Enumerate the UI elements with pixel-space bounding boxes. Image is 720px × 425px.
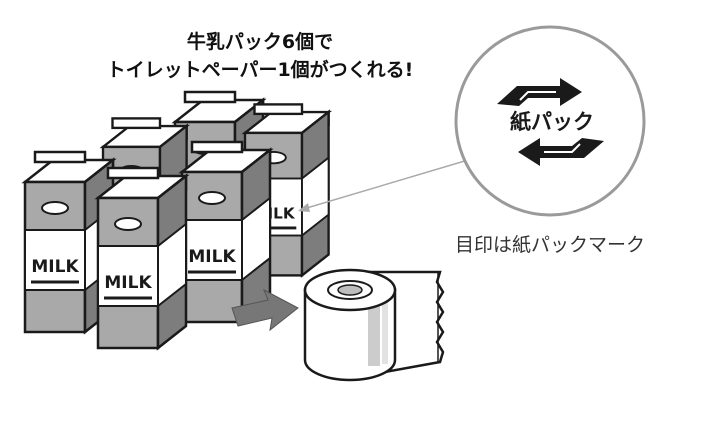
milk-carton-front-right: MILK [96,166,188,350]
milk-carton-mid: MILK [180,140,272,324]
carton-label: MILK [104,273,152,293]
recycle-mark: 紙パック [454,25,646,217]
caption: 目印は紙パックマーク [455,234,646,256]
headline-line-1: 牛乳パック6個で [186,31,334,53]
carton-label: MILK [31,257,79,277]
headline-line-2: トイレットペーパー1個がつくれる! [106,59,414,81]
pointer-line [299,159,469,211]
headline: 牛乳パック6個で トイレットペーパー1個がつくれる! [40,28,480,84]
arrow-right-icon [231,288,299,332]
milk-carton-front-left: MILK [23,150,115,334]
toilet-paper-roll [303,268,445,382]
recycle-mark-text: 紙パック [510,110,594,134]
carton-label: MILK [188,247,236,267]
